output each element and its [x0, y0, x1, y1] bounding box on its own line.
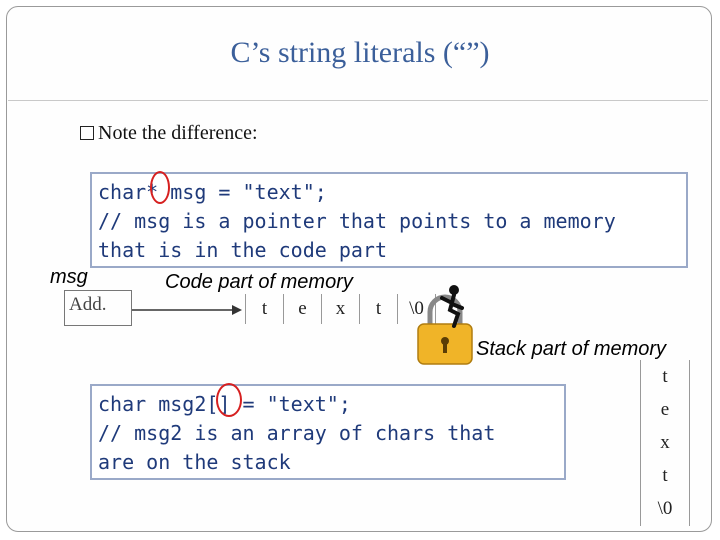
code-memory-cell: t: [246, 294, 284, 324]
code-block-pointer: char* msg = "text"; // msg is a pointer …: [90, 172, 688, 268]
stack-memory-column: t e x t \0: [640, 360, 690, 526]
code2-line1-pre: char msg2: [98, 392, 207, 416]
address-box: Add.: [64, 290, 132, 326]
bullet-square-icon: [80, 126, 94, 140]
code-memory-cell: \0: [398, 294, 436, 324]
code2-line2: // msg2 is an array of chars that: [98, 421, 496, 445]
code2-line3: are on the stack: [98, 450, 291, 474]
stack-memory-cell: e: [660, 399, 670, 420]
star-highlight-circle: [150, 171, 170, 204]
bullet-text: Note the difference:: [98, 122, 258, 144]
brackets-highlight-circle: [216, 383, 242, 417]
stack-memory-cell: \0: [657, 498, 673, 519]
stack-memory-cell: t: [662, 366, 668, 387]
padlock-with-figure-icon: [417, 285, 473, 365]
code1-line2: // msg is a pointer that points to a mem…: [98, 209, 616, 233]
bullet-note: Note the difference:: [80, 122, 258, 145]
code-memory-cell: t: [360, 294, 398, 324]
code1-line1-pre: char: [98, 180, 147, 204]
slide-title: C’s string literals (“”): [230, 36, 490, 69]
code1-line1-post: msg = "text";: [158, 180, 327, 204]
code-memory-cell: x: [322, 294, 360, 324]
stack-part-label: Stack part of memory: [476, 338, 667, 360]
code-block-array: char msg2[] = "text"; // msg2 is an arra…: [90, 384, 566, 480]
title-divider: [8, 100, 708, 101]
stack-memory-cell: t: [662, 465, 668, 486]
code2-line1-post: = "text";: [230, 392, 351, 416]
code-memory-cell: e: [284, 294, 322, 324]
code1-line3: that is in the code part: [98, 238, 387, 262]
right-arrow-icon: [132, 305, 242, 315]
code-part-label: Code part of memory: [165, 271, 353, 293]
msg-label: msg: [50, 266, 88, 288]
stack-memory-cell: x: [660, 432, 670, 453]
code-memory-cells: t e x t \0: [245, 294, 436, 324]
